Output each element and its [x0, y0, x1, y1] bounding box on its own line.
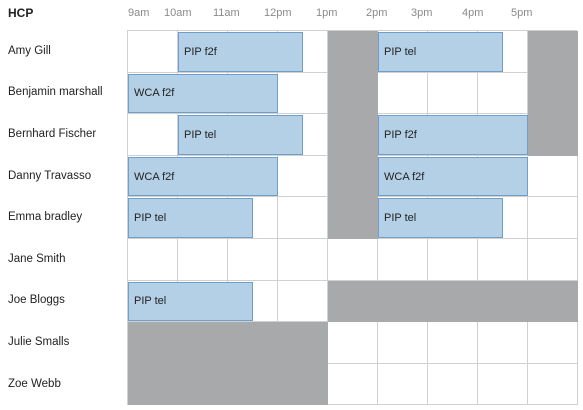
time-slot[interactable]: [278, 280, 328, 323]
hcp-name[interactable]: Joe Bloggs: [8, 294, 65, 307]
time-slot[interactable]: [328, 239, 378, 281]
appointment-label: PIP tel: [134, 295, 167, 308]
time-slot[interactable]: [178, 239, 228, 281]
time-slot[interactable]: [278, 72, 328, 115]
appointment-label: PIP tel: [384, 212, 417, 225]
time-label: 1pm: [316, 7, 338, 19]
time-slot[interactable]: [128, 31, 178, 73]
appointment-label: PIP f2f: [184, 45, 217, 58]
appointment-block[interactable]: PIP tel: [378, 198, 503, 238]
time-label: 9am: [128, 7, 150, 19]
time-label: 3pm: [411, 7, 433, 19]
hcp-name[interactable]: Julie Smalls: [8, 336, 70, 348]
appointment-block[interactable]: PIP tel: [128, 198, 253, 238]
hcp-name[interactable]: Benjamin marshall: [8, 86, 103, 99]
appointment-label: PIP f2f: [384, 128, 417, 141]
unavailable-block: [328, 280, 578, 323]
time-slot[interactable]: [528, 239, 578, 281]
unavailable-block: [528, 31, 578, 156]
time-slot[interactable]: [378, 363, 428, 406]
time-slot[interactable]: [378, 72, 428, 115]
appointment-block[interactable]: PIP tel: [178, 115, 303, 155]
appointment-block[interactable]: PIP f2f: [178, 32, 303, 72]
appointment-block[interactable]: WCA f2f: [128, 73, 278, 114]
appointment-label: WCA f2f: [134, 87, 175, 100]
time-label: 2pm: [366, 7, 388, 19]
time-label: 5pm: [511, 7, 533, 19]
appointment-block[interactable]: WCA f2f: [128, 156, 278, 197]
time-label: 11am: [213, 7, 240, 19]
time-slot[interactable]: [528, 155, 578, 198]
time-slot[interactable]: [478, 72, 528, 115]
appointment-block[interactable]: WCA f2f: [378, 156, 528, 197]
time-slot[interactable]: [478, 322, 528, 364]
appointment-label: PIP tel: [134, 212, 167, 225]
time-label: 12pm: [264, 7, 292, 19]
unavailable-block: [128, 322, 328, 406]
time-slot[interactable]: [428, 363, 478, 406]
appointment-label: PIP tel: [184, 128, 217, 141]
appointment-label: WCA f2f: [134, 170, 175, 183]
time-slot[interactable]: [378, 239, 428, 281]
time-slot[interactable]: [128, 114, 178, 156]
time-slot[interactable]: [278, 155, 328, 198]
hcp-name[interactable]: Emma bradley: [8, 211, 83, 224]
time-label: 4pm: [462, 7, 484, 19]
time-slot[interactable]: [428, 322, 478, 364]
time-slot[interactable]: [478, 239, 528, 281]
time-label: 10am: [164, 7, 192, 19]
appointment-label: WCA f2f: [384, 170, 425, 183]
time-slot[interactable]: [378, 322, 428, 364]
time-slot[interactable]: [428, 72, 478, 115]
time-slot[interactable]: [128, 239, 178, 281]
appointment-block[interactable]: PIP f2f: [378, 115, 528, 155]
time-slot[interactable]: [328, 322, 378, 364]
hcp-column-header: HCP: [8, 6, 34, 20]
time-slot[interactable]: [528, 322, 578, 364]
time-slot[interactable]: [528, 363, 578, 406]
hcp-name[interactable]: Danny Travasso: [8, 169, 92, 182]
hcp-name[interactable]: Bernhard Fischer: [8, 128, 97, 140]
time-slot[interactable]: [328, 363, 378, 406]
appointment-block[interactable]: PIP tel: [378, 32, 503, 72]
time-slot[interactable]: [228, 239, 278, 281]
time-slot[interactable]: [428, 239, 478, 281]
time-slot[interactable]: [528, 197, 578, 239]
hcp-name[interactable]: Jane Smith: [8, 252, 66, 265]
time-slot[interactable]: [478, 363, 528, 406]
unavailable-block: [328, 31, 378, 239]
time-slot[interactable]: [278, 239, 328, 281]
appointment-block[interactable]: PIP tel: [128, 281, 253, 322]
appointment-label: PIP tel: [384, 45, 417, 58]
hcp-name[interactable]: Amy Gill: [8, 44, 51, 57]
time-slot[interactable]: [278, 197, 328, 239]
hcp-name[interactable]: Zoe Webb: [8, 377, 61, 390]
